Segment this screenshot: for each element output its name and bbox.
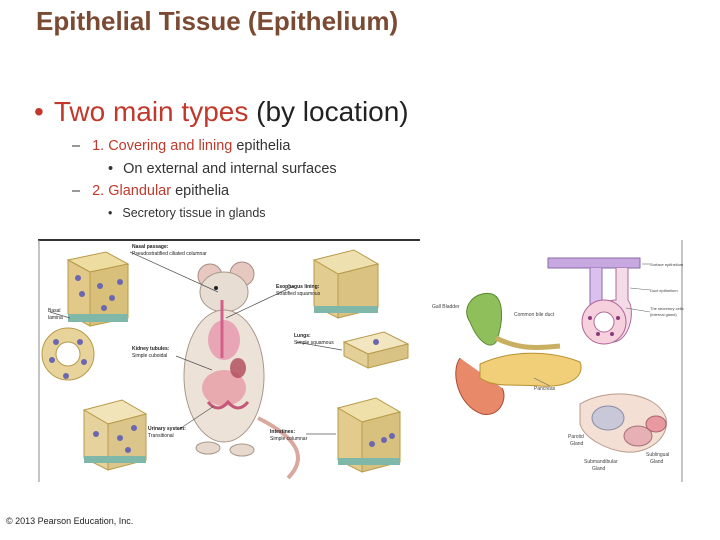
figure-left-labels: Nasal passage: Pseudostratified ciliated… bbox=[48, 244, 334, 442]
bullet-dot: • bbox=[108, 161, 114, 177]
epithelium-mouse-figure: Nasal passage: Pseudostratified ciliated… bbox=[38, 238, 422, 482]
label-lungs-sub: Simple squamous bbox=[294, 340, 334, 346]
label-submandibular: Submandibular bbox=[584, 459, 618, 465]
sub-bullet-covering-highlight: 1. Covering and lining bbox=[92, 138, 233, 154]
dash-marker: – bbox=[72, 138, 81, 154]
cuboidal-tissue-ring bbox=[41, 327, 95, 381]
label-gallbladder: Gall Bladder bbox=[432, 304, 460, 310]
main-bullet: • Two main types (by location) bbox=[34, 96, 409, 128]
mouse-illustration bbox=[183, 261, 300, 480]
label-sublingual-gland: Gland bbox=[650, 459, 664, 465]
slide-title: Epithelial Tissue (Epithelium) bbox=[36, 6, 399, 36]
label-duct-epithelium: Duct epithelium bbox=[650, 288, 678, 293]
copyright-notice: © 2013 Pearson Education, Inc. bbox=[6, 516, 134, 526]
label-secretory-cells: The secretory cells bbox=[650, 306, 684, 311]
figure-leader-lines bbox=[49, 251, 343, 435]
label-urinary: Urinary system: bbox=[148, 426, 186, 432]
bullet-dot: • bbox=[34, 96, 44, 127]
label-esophagus: Esophagus lining: bbox=[276, 284, 320, 290]
stratified-squamous-tissue-block bbox=[312, 249, 380, 319]
label-pancreas: Pancreas bbox=[534, 386, 556, 392]
label-nasal: Nasal passage: bbox=[132, 244, 169, 250]
main-bullet-highlight: Two main types bbox=[53, 96, 249, 127]
label-kidney-sub: Simple cuboidal bbox=[132, 353, 167, 359]
main-bullet-rest: (by location) bbox=[248, 96, 409, 127]
label-esophagus-sub: Stratified squamous bbox=[276, 291, 321, 297]
sub-bullet-covering-rest: epithelia bbox=[232, 138, 291, 154]
label-lungs: Lungs: bbox=[294, 333, 311, 339]
dash-marker: – bbox=[72, 183, 81, 199]
pseudostratified-tissue-block bbox=[66, 251, 130, 327]
simple-columnar-tissue-block bbox=[336, 397, 402, 473]
sub-bullet-glandular-rest: epithelia bbox=[171, 183, 230, 199]
sub-sub-bullet-surfaces-text: On external and internal surfaces bbox=[123, 161, 337, 177]
label-lamina: lamina bbox=[48, 315, 63, 321]
label-nasal-sub: Pseudostratified ciliated columnar bbox=[132, 251, 207, 257]
transitional-tissue-block bbox=[82, 399, 148, 471]
sub-sub-bullet-surfaces: • On external and internal surfaces bbox=[108, 161, 337, 177]
sub-sub-bullet-glands: • Secretory tissue in glands bbox=[108, 206, 266, 220]
bullet-dot: • bbox=[108, 206, 113, 220]
label-sublingual: Sublingual bbox=[646, 452, 669, 458]
sub-sub-bullet-glands-text: Secretory tissue in glands bbox=[122, 206, 266, 220]
figure-right-leader-lines bbox=[533, 263, 651, 387]
label-kidney: Kidney tubules: bbox=[132, 346, 170, 352]
gallbladder-pancreas-illustration bbox=[455, 292, 582, 415]
sub-bullet-glandular-highlight: 2. Glandular bbox=[92, 183, 172, 199]
sub-bullet-covering: –1. Covering and lining epithelia bbox=[72, 138, 290, 154]
salivary-glands-illustration bbox=[579, 393, 667, 453]
label-bile-duct: Common bile duct bbox=[514, 312, 555, 318]
figure-right-labels: Gall Bladder Common bile duct Pancreas S… bbox=[432, 262, 684, 472]
label-intestines-sub: Simple columnar bbox=[270, 436, 308, 442]
label-secretory-cells-sub: (internal gland) bbox=[650, 312, 677, 317]
glandular-epithelia-figure: Gall Bladder Common bile duct Pancreas S… bbox=[430, 238, 684, 482]
sub-bullet-glandular: –2. Glandular epithelia bbox=[72, 183, 229, 199]
label-parotid: Parotid bbox=[568, 434, 584, 440]
label-submandibular-gland: Gland bbox=[592, 466, 606, 472]
label-intestines: Intestines: bbox=[270, 429, 295, 435]
label-surface-epithelium: Surface epithelium bbox=[650, 262, 684, 267]
label-urinary-sub: Transitional bbox=[148, 433, 174, 439]
simple-squamous-tissue-block bbox=[342, 331, 410, 369]
gland-structure-diagram bbox=[547, 257, 641, 345]
label-parotid-gland: Gland bbox=[570, 441, 584, 447]
label-basal: Basal bbox=[48, 308, 61, 314]
